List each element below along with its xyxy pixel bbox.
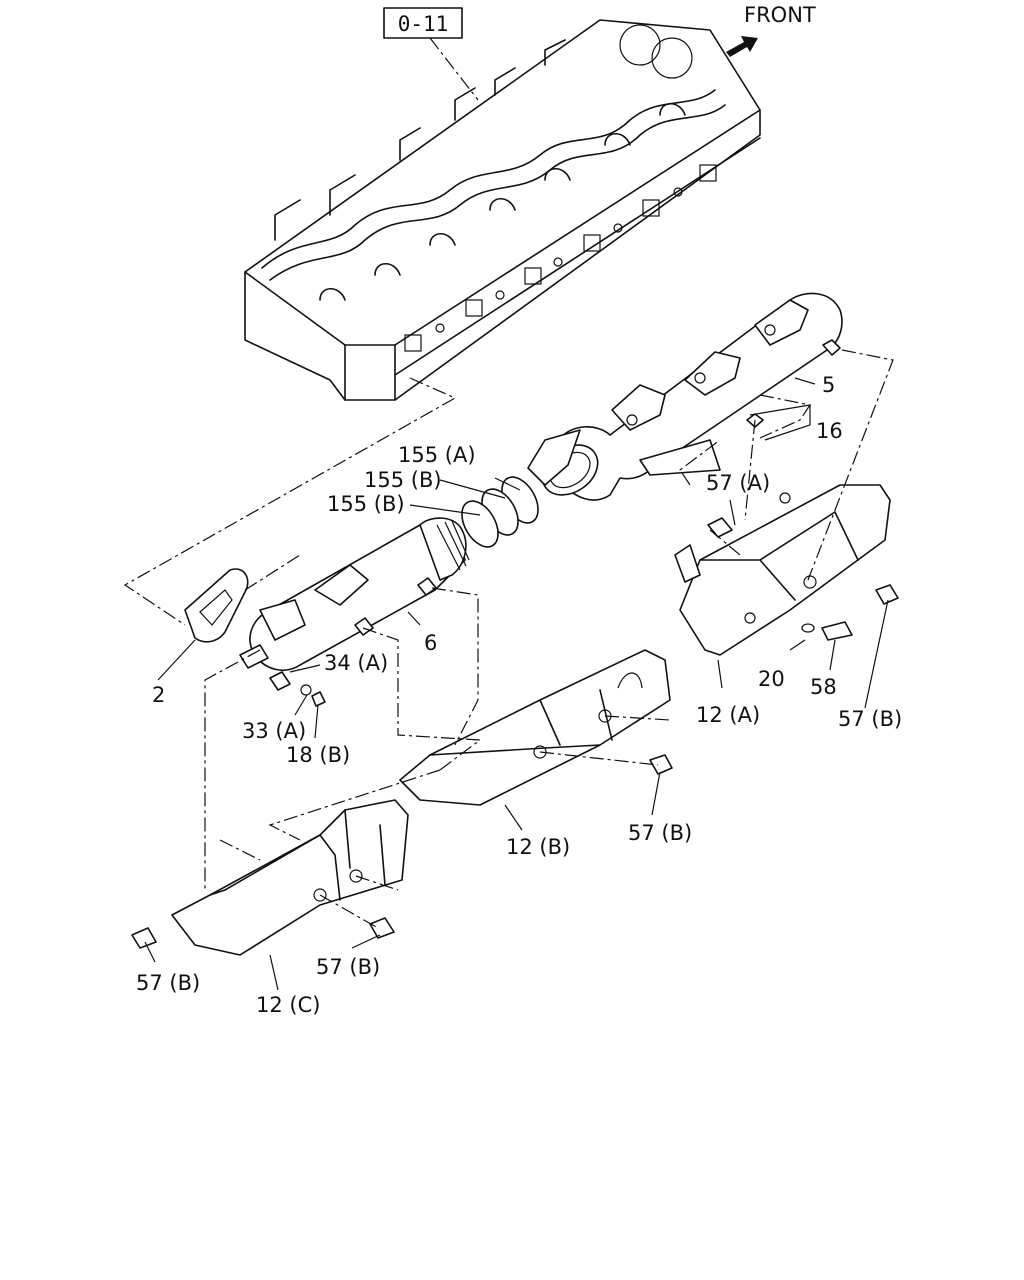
front-indicator: FRONT [726,3,816,57]
label-part-12b: 12 (B) [506,835,570,859]
heat-shield-b [399,649,673,806]
label-part-57b-left: 57 (B) [136,971,200,995]
label-part-5: 5 [822,373,835,397]
reference-box-label: 0-11 [398,12,449,36]
small-fasteners [239,644,326,707]
label-part-20: 20 [758,667,785,691]
label-part-57b-right: 57 (B) [838,707,902,731]
gasket [184,568,249,643]
leader-lines [144,377,889,991]
label-part-34a: 34 (A) [324,651,388,675]
heat-shield-c [131,799,409,956]
label-part-58: 58 [810,675,837,699]
front-exhaust-manifold [249,517,470,671]
label-part-57a: 57 (A) [706,471,770,495]
callout-labels: 5 16 155 (A) 155 (B) 155 (B) 57 (A) 6 34… [136,373,902,1017]
rear-exhaust-manifold [527,292,843,501]
label-part-155b-upper: 155 (B) [364,468,442,492]
label-part-155b-lower: 155 (B) [327,492,405,516]
heat-shield-a [674,484,899,656]
label-part-155a: 155 (A) [398,443,476,467]
label-part-16: 16 [816,419,843,443]
front-arrow-icon [726,36,758,57]
reference-box: 0-11 [383,7,479,101]
label-part-33a: 33 (A) [242,719,306,743]
label-part-18b: 18 (B) [286,743,350,767]
front-label: FRONT [744,3,816,27]
label-part-57b-lower: 57 (B) [316,955,380,979]
cylinder-head [244,19,761,401]
label-part-57b-mid: 57 (B) [628,821,692,845]
label-part-12a: 12 (A) [696,703,760,727]
label-part-6: 6 [424,631,437,655]
assembly-lines [123,349,894,929]
label-part-12c: 12 (C) [256,993,320,1017]
seal-rings [461,476,539,548]
label-part-2: 2 [152,683,165,707]
